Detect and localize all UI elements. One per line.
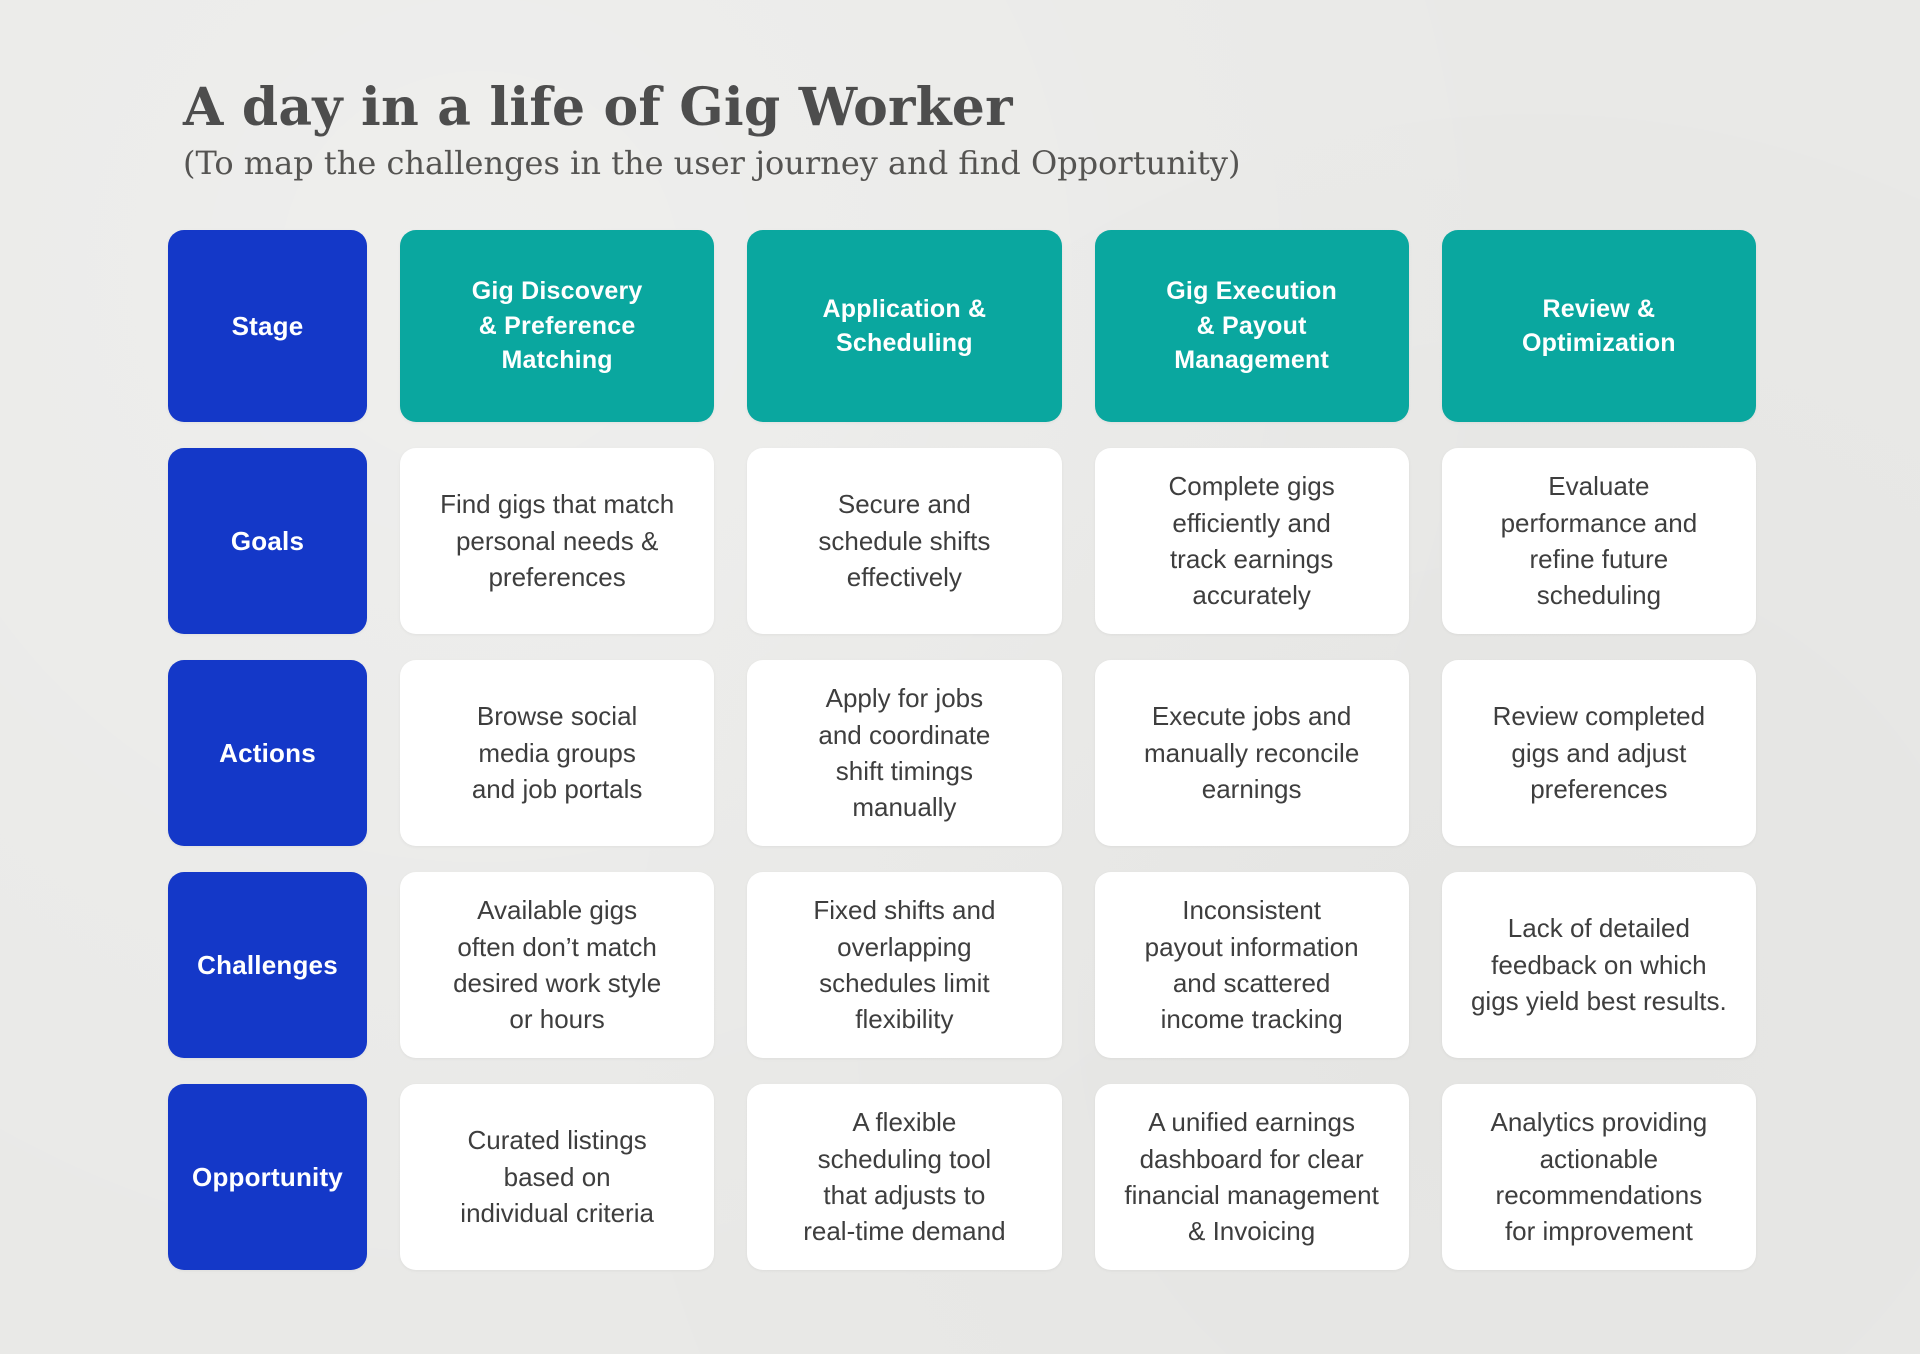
row-label-text: Goals: [230, 525, 305, 556]
actions-cell-review-optimization: Review completed gigs and adjust prefere…: [1441, 660, 1756, 846]
cell-text: Execute jobs and manually reconcile earn…: [1143, 701, 1360, 805]
cell-text: A unified earnings dashboard for clear f…: [1124, 1107, 1379, 1247]
cell-text: A flexible scheduling tool that adjusts …: [803, 1107, 1006, 1247]
stage-header-text: Gig Execution & Payout Management: [1166, 277, 1337, 375]
cell-text: Browse social media groups and job porta…: [471, 701, 643, 805]
challenges-cell-gig-execution-payout: Inconsistent payout information and scat…: [1094, 872, 1409, 1058]
row-label-goals: Goals: [168, 448, 367, 634]
challenges-cell-review-optimization: Lack of detailed feedback on which gigs …: [1441, 872, 1756, 1058]
actions-cell-gig-execution-payout: Execute jobs and manually reconcile earn…: [1094, 660, 1409, 846]
journey-map-grid: Stage Gig Discovery & Preference Matchin…: [168, 230, 1756, 1270]
stage-header-gig-discovery: Gig Discovery & Preference Matching: [400, 230, 715, 422]
stage-header-text: Gig Discovery & Preference Matching: [471, 277, 643, 375]
row-label-opportunity: Opportunity: [168, 1084, 367, 1270]
stage-header-gig-execution-payout: Gig Execution & Payout Management: [1094, 230, 1409, 422]
opportunity-cell-gig-discovery: Curated listings based on individual cri…: [400, 1084, 715, 1270]
cell-text: Lack of detailed feedback on which gigs …: [1470, 913, 1727, 1017]
challenges-cell-application-scheduling: Fixed shifts and overlapping schedules l…: [747, 872, 1062, 1058]
goals-cell-gig-execution-payout: Complete gigs efficiently and track earn…: [1094, 448, 1409, 634]
actions-cell-gig-discovery: Browse social media groups and job porta…: [400, 660, 715, 846]
goals-cell-application-scheduling: Secure and schedule shifts effectively: [747, 448, 1062, 634]
cell-text: Find gigs that match personal needs & pr…: [440, 489, 675, 593]
row-label-actions: Actions: [168, 660, 367, 846]
cell-text: Inconsistent payout information and scat…: [1144, 895, 1359, 1035]
cell-text: Analytics providing actionable recommend…: [1490, 1107, 1708, 1247]
row-label-challenges: Challenges: [168, 872, 367, 1058]
cell-text: Apply for jobs and coordinate shift timi…: [818, 683, 991, 823]
page-title: A day in a life of Gig Worker: [183, 77, 1013, 138]
opportunity-cell-gig-execution-payout: A unified earnings dashboard for clear f…: [1094, 1084, 1409, 1270]
stage-header-review-optimization: Review & Optimization: [1441, 230, 1756, 422]
row-label-text: Opportunity: [192, 1161, 343, 1192]
actions-cell-application-scheduling: Apply for jobs and coordinate shift timi…: [747, 660, 1062, 846]
cell-text: Complete gigs efficiently and track earn…: [1168, 471, 1335, 611]
opportunity-cell-application-scheduling: A flexible scheduling tool that adjusts …: [747, 1084, 1062, 1270]
goals-cell-gig-discovery: Find gigs that match personal needs & pr…: [400, 448, 715, 634]
stage-header-text: Application & Scheduling: [822, 294, 987, 358]
stage-header-text: Review & Optimization: [1521, 294, 1676, 358]
corner-label-text: Stage: [231, 310, 304, 341]
cell-text: Available gigs often don’t match desired…: [453, 895, 662, 1035]
cell-text: Fixed shifts and overlapping schedules l…: [813, 895, 996, 1035]
row-label-text: Challenges: [197, 949, 338, 980]
cell-text: Curated listings based on individual cri…: [460, 1125, 654, 1229]
row-label-text: Actions: [219, 737, 316, 768]
challenges-cell-gig-discovery: Available gigs often don’t match desired…: [400, 872, 715, 1058]
corner-label-stage: Stage: [168, 230, 367, 422]
cell-text: Evaluate performance and refine future s…: [1500, 471, 1698, 611]
opportunity-cell-review-optimization: Analytics providing actionable recommend…: [1441, 1084, 1756, 1270]
page-header: A day in a life of Gig Worker (To map th…: [183, 78, 1240, 182]
page-subtitle: (To map the challenges in the user journ…: [183, 143, 1241, 182]
cell-text: Secure and schedule shifts effectively: [818, 489, 991, 593]
stage-header-application-scheduling: Application & Scheduling: [747, 230, 1062, 422]
cell-text: Review completed gigs and adjust prefere…: [1492, 701, 1706, 805]
goals-cell-review-optimization: Evaluate performance and refine future s…: [1441, 448, 1756, 634]
